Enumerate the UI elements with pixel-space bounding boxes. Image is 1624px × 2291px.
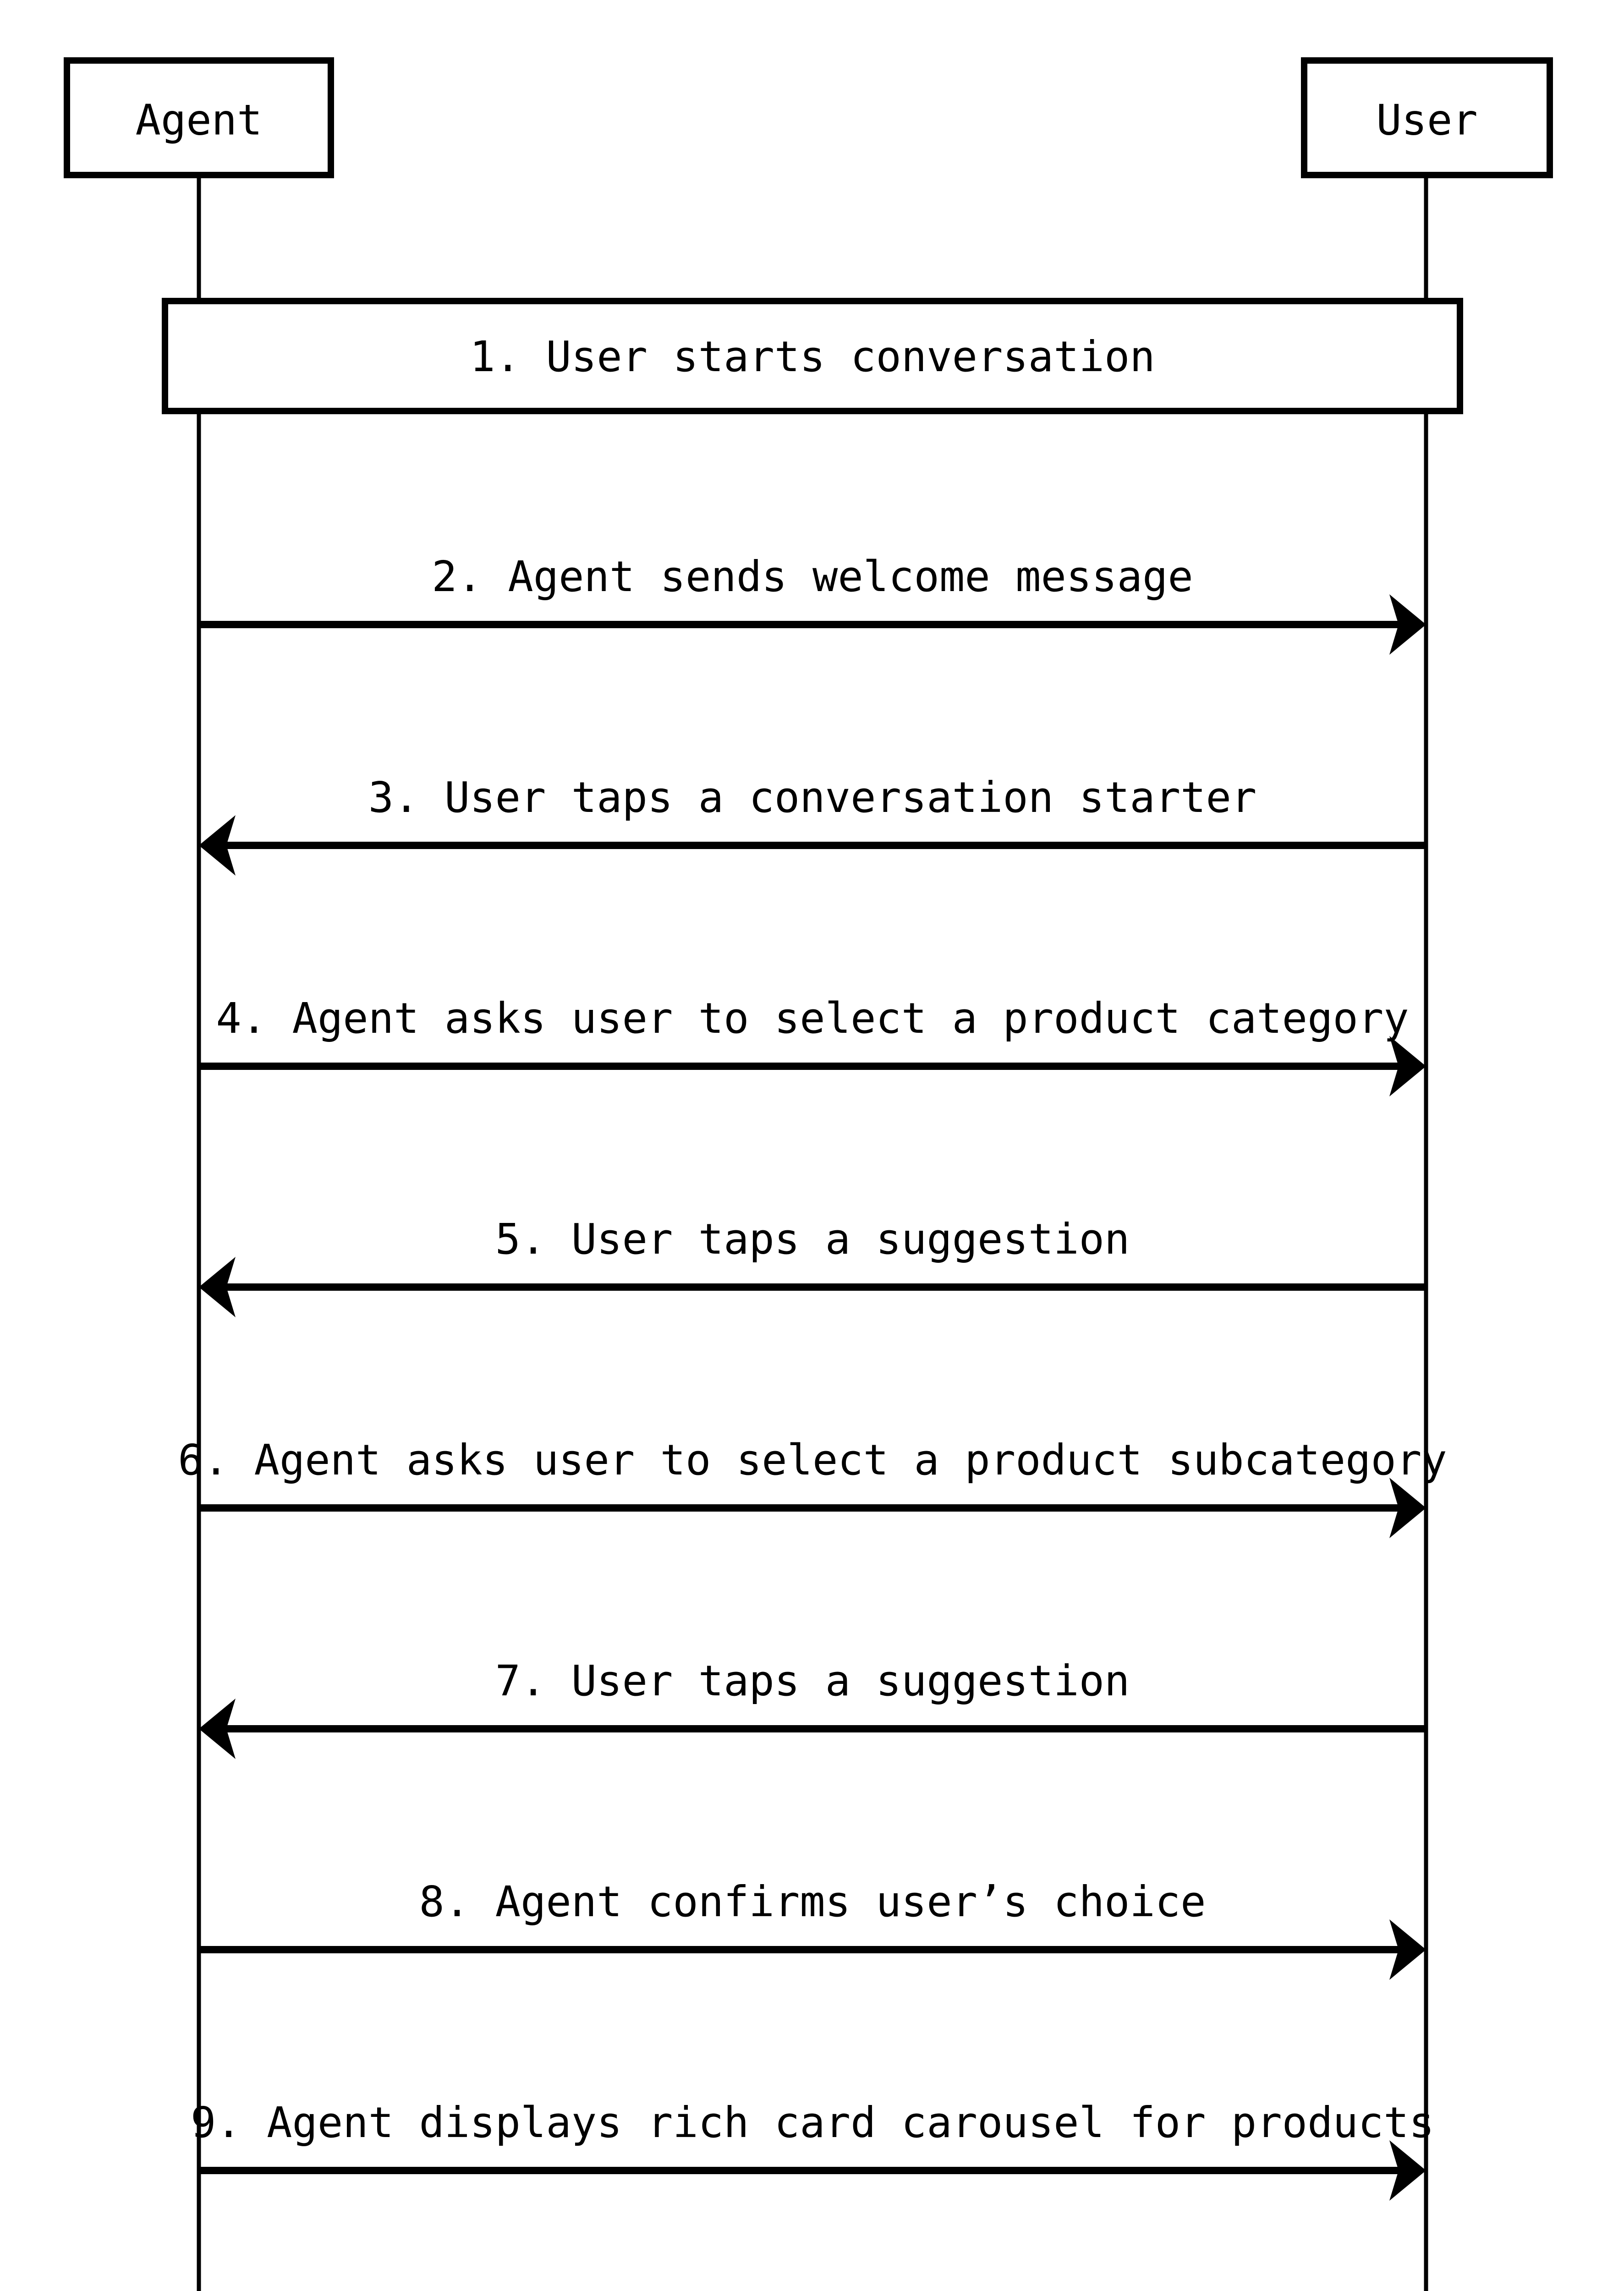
message-6-arrowhead-right bbox=[1389, 1478, 1426, 1538]
actor-label-user-top: User bbox=[1376, 96, 1478, 145]
message-2-label: 2. Agent sends welcome message bbox=[432, 552, 1193, 601]
actor-label-agent-top: Agent bbox=[136, 96, 263, 145]
actor-agent-top[interactable]: Agent bbox=[64, 57, 334, 178]
message-4[interactable]: 4. Agent asks user to select a product c… bbox=[199, 994, 1426, 1096]
message-3[interactable]: 3. User taps a conversation starter bbox=[199, 773, 1426, 876]
message-7[interactable]: 7. User taps a suggestion bbox=[199, 1656, 1426, 1759]
message-4-arrowhead-right bbox=[1389, 1036, 1426, 1096]
note-user-starts-conversation[interactable]: 1. User starts conversation bbox=[162, 298, 1463, 414]
message-9-label: 9. Agent displays rich card carousel for… bbox=[191, 2098, 1434, 2147]
message-5[interactable]: 5. User taps a suggestion bbox=[199, 1215, 1426, 1317]
message-8-arrowhead-right bbox=[1389, 1919, 1426, 1980]
message-5-arrowhead-left bbox=[199, 1257, 236, 1317]
message-8-label: 8. Agent confirms user’s choice bbox=[419, 1877, 1206, 1926]
lifelines bbox=[197, 175, 1428, 2291]
message-3-label: 3. User taps a conversation starter bbox=[368, 773, 1257, 822]
message-7-label: 7. User taps a suggestion bbox=[495, 1656, 1130, 1705]
message-9[interactable]: 9. Agent displays rich card carousel for… bbox=[191, 2098, 1434, 2201]
message-6[interactable]: 6. Agent asks user to select a product s… bbox=[178, 1436, 1447, 1538]
note-box-1[interactable] bbox=[162, 298, 1463, 414]
message-5-label: 5. User taps a suggestion bbox=[495, 1215, 1130, 1264]
actor-box-agent-top[interactable] bbox=[64, 57, 334, 178]
message-8[interactable]: 8. Agent confirms user’s choice bbox=[199, 1877, 1426, 1980]
message-6-label: 6. Agent asks user to select a product s… bbox=[178, 1436, 1447, 1485]
note-label-1: 1. User starts conversation bbox=[470, 332, 1155, 381]
message-2[interactable]: 2. Agent sends welcome message bbox=[199, 552, 1426, 655]
message-4-label: 4. Agent asks user to select a product c… bbox=[216, 994, 1409, 1043]
actor-user-top[interactable]: User bbox=[1301, 57, 1553, 178]
message-7-arrowhead-left bbox=[199, 1699, 236, 1759]
message-9-arrowhead-right bbox=[1389, 2140, 1426, 2201]
actor-box-user-top[interactable] bbox=[1301, 57, 1553, 178]
message-2-arrowhead-right bbox=[1389, 594, 1426, 655]
message-3-arrowhead-left bbox=[199, 815, 236, 876]
